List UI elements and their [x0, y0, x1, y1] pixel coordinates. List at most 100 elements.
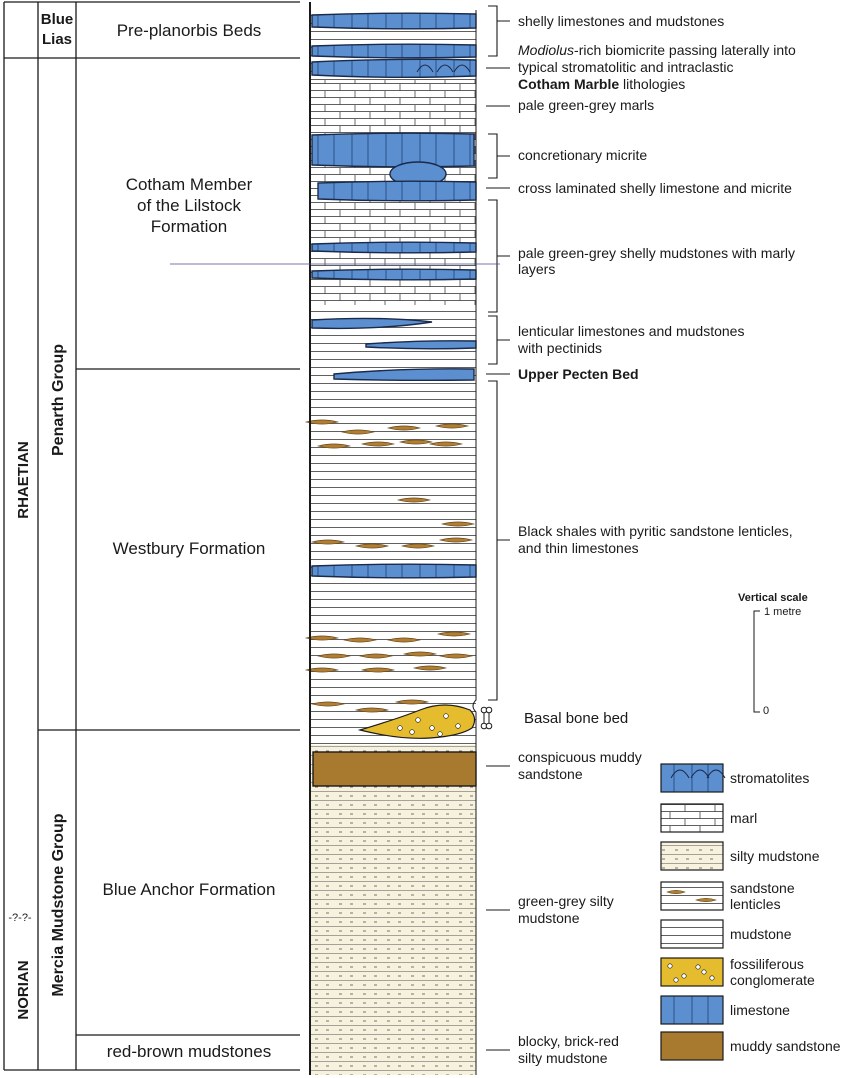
legend-item-limestone: limestone: [660, 995, 790, 1025]
sandstone-lenticle-4: [434, 423, 470, 429]
group-blue-lias-line1: Blue: [41, 11, 74, 28]
note-shelly: shelly limestones and mudstones: [518, 13, 724, 29]
conglomerate-clast-1: [397, 725, 403, 731]
sandstone-lenticle-13: [400, 543, 436, 549]
bracket-concretionary: [488, 133, 510, 179]
legend-clast-4: [709, 975, 715, 981]
note-cross-laminated: cross laminated shelly limestone and mic…: [518, 180, 792, 196]
stage-norian: NORIAN: [15, 960, 32, 1019]
sandstone-lenticle-1: [304, 419, 340, 425]
legend-label-muddy-sandstone: muddy sandstone: [730, 1038, 841, 1054]
note-pale-marls: pale green-grey marls: [518, 97, 654, 113]
bed-lias-limestone-2: [311, 43, 477, 59]
legend-lenticle-2: [695, 897, 717, 903]
legend-swatch-stromatolites: [660, 763, 724, 793]
legend-label-stromatolites: stromatolites: [730, 770, 809, 786]
note-black-shales-line2: and thin limestones: [518, 540, 639, 556]
stromatolite-dome-2: [436, 64, 454, 73]
sandstone-lenticle-18: [436, 631, 472, 637]
bed-westbury-limestone: [311, 563, 477, 579]
sandstone-lenticle-27: [354, 707, 390, 713]
note-cotham-marble: Cotham Marble lithologies: [518, 76, 685, 92]
sandstone-lenticle-26: [310, 701, 346, 707]
formation-red-brown: red-brown mudstones: [107, 1042, 271, 1061]
legend-stromatolite-dome-2: [690, 769, 710, 779]
bed-thin-limestone-1: [311, 241, 477, 254]
sandstone-lenticle-8: [428, 441, 464, 447]
note-cotham-marble-bold: Cotham Marble: [518, 76, 619, 92]
note-black-shales-line1: Black shales with pyritic sandstone lent…: [518, 523, 793, 539]
conglomerate-clast-2: [415, 717, 421, 723]
sandstone-lenticle-23: [304, 667, 340, 673]
sandstone-lenticle-12: [354, 543, 390, 549]
formation-blue-anchor: Blue Anchor Formation: [103, 880, 276, 899]
bed-thin-limestone-2: [311, 268, 477, 281]
note-conspicuous-line1: conspicuous muddy: [518, 749, 642, 765]
bracket-lenticular: [488, 315, 510, 365]
sandstone-lenticle-14: [438, 537, 474, 543]
legend-item-mudstone: mudstone: [660, 919, 792, 949]
legend-item-stromatolites: stromatolites: [660, 763, 809, 793]
bed-upper-pecten: [333, 368, 475, 382]
formation-cotham-line1: Cotham Member: [126, 175, 253, 194]
stage-rhaetian: RHAETIAN: [15, 441, 32, 519]
legend-clast-2: [681, 973, 687, 979]
legend-label-marl: marl: [730, 810, 757, 826]
sandstone-lenticle-11: [310, 539, 346, 545]
legend-item-silty: silty mudstone: [660, 841, 820, 871]
bed-cotham-marble: [311, 58, 477, 78]
sandstone-lenticle-10: [440, 521, 476, 527]
legend-swatch-mudstone: [660, 919, 724, 949]
legend-label-limestone: limestone: [730, 1002, 790, 1018]
note-green-grey-line2: mudstone: [518, 910, 580, 926]
scale-top-label: 1 metre: [764, 606, 801, 618]
note-blocky-line1: blocky, brick-red: [518, 1033, 619, 1049]
note-lenticular-line2: with pectinids: [517, 340, 602, 356]
conglomerate-clast-3: [429, 725, 435, 731]
sandstone-lenticle-15: [304, 635, 340, 641]
annotation-brackets: [170, 5, 510, 1051]
note-modiolus-line2: typical stromatolitic and intraclastic: [518, 59, 734, 75]
note-conspicuous-line2: sandstone: [518, 766, 583, 782]
bone-icon: [480, 706, 493, 730]
sandstone-lenticle-16: [342, 637, 378, 643]
note-green-grey-line1: green-grey silty: [518, 893, 614, 909]
group-blue-lias-line2: Lias: [42, 31, 72, 48]
sandstone-lenticle-19: [316, 653, 352, 659]
legend-lenticle-1: [666, 889, 686, 895]
conglomerate-clast-7: [437, 731, 443, 737]
scale-bottom-label: 0: [763, 705, 769, 717]
legend-label-mudstone: mudstone: [730, 926, 792, 942]
sandstone-lenticle-7: [398, 439, 434, 445]
column-blue-anchor-silty: [310, 745, 476, 1075]
bracket-black-shales: [488, 380, 510, 701]
note-blocky-line2: silty mudstone: [518, 1050, 608, 1066]
legend-swatch-muddy-sandstone: [660, 1031, 724, 1061]
formation-westbury: Westbury Formation: [113, 539, 266, 558]
sandstone-lenticle-9: [396, 497, 432, 503]
sandstone-lenticle-5: [316, 443, 352, 449]
column-right-edge: [472, 10, 477, 1075]
lithology-column: [304, 2, 477, 1075]
sandstone-lenticle-17: [386, 637, 422, 643]
legend-swatch-limestone: [660, 995, 724, 1025]
legend-swatch-marl: [660, 803, 724, 833]
note-concretionary: concretionary micrite: [518, 147, 647, 163]
note-modiolus-line1: Modiolus-rich biomicrite passing lateral…: [518, 42, 796, 58]
bed-cross-laminated: [317, 180, 477, 202]
legend-clast-3: [695, 964, 701, 970]
note-modiolus-italic: Modiolus: [518, 42, 574, 58]
legend-swatch-silty: [660, 841, 724, 871]
bed-muddy-sandstone: [312, 751, 477, 787]
annotations: shelly limestones and mudstones Modiolus…: [517, 13, 796, 1066]
note-pale-shelly-line1: pale green-grey shelly mudstones with ma…: [518, 245, 795, 261]
note-pale-shelly-line2: layers: [518, 261, 555, 277]
sandstone-lenticle-2: [340, 429, 376, 435]
sandstone-lenticle-3: [386, 425, 422, 431]
note-upper-pecten: Upper Pecten Bed: [518, 366, 639, 382]
sandstone-lenticle-25: [412, 665, 448, 671]
sandstone-lenticle-24: [360, 667, 396, 673]
